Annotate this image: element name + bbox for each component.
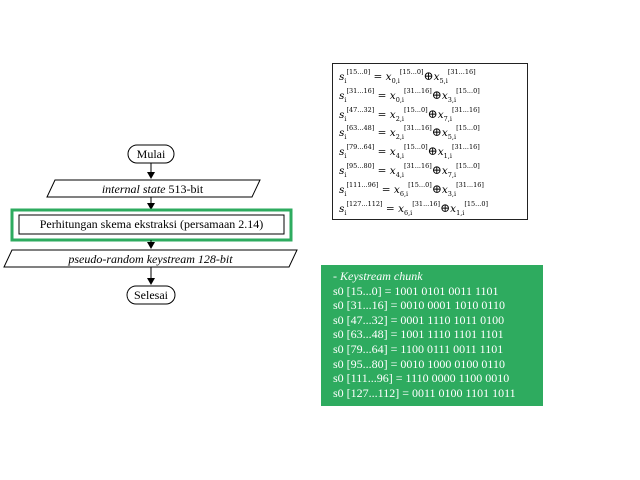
flowchart — [3, 144, 298, 305]
keystream-line: s0 [79...64] = 1100 0111 0011 1101 — [333, 341, 504, 356]
eq-b-range: [31...16] — [451, 143, 480, 152]
eq-s-range: [63...48] — [346, 124, 375, 133]
xor-icon: ⊕ — [427, 144, 438, 159]
equation-line: si[111...96] = x6,i[15...0]⊕x3,i[31...16… — [339, 180, 484, 198]
eq-s-range: [111...96] — [346, 180, 379, 189]
eq-b-range: [15...0] — [456, 162, 480, 170]
eq-a-index: 2,i — [395, 133, 404, 142]
xor-icon: ⊕ — [431, 125, 442, 140]
eq-s-index: i — [344, 114, 347, 123]
keystream-line: s0 [95...80] = 0010 1000 0100 0110 — [333, 356, 505, 371]
eq-b-range: [31...16] — [456, 180, 484, 189]
eq-a-index: 4,i — [395, 171, 404, 179]
equation-line: si[15...0] = x0,i[15...0]⊕x5,i[31...16] — [339, 68, 476, 85]
eq-s-index: i — [344, 95, 347, 104]
equation-line: si[63...48] = x2,i[31...16]⊕x5,i[15...0] — [339, 124, 480, 142]
keystream-line: s0 [47...32] = 0001 1110 1011 0100 — [333, 312, 505, 327]
input-label-rest: 513-bit — [165, 182, 204, 196]
eq-a-range: [31...16] — [403, 124, 432, 133]
eq-b-range: [15...0] — [456, 86, 480, 95]
eq-a-index: 2,i — [395, 114, 404, 123]
keystream-line: s0 [127...112] = 0011 0100 1101 1011 — [333, 385, 516, 400]
eq-b-range: [31...16] — [451, 105, 480, 114]
eq-b-index: 5,i — [447, 133, 457, 142]
xor-icon: ⊕ — [427, 106, 438, 121]
keystream-panel: - Keystream chunk s0 [15...0] = 1001 010… — [321, 265, 543, 406]
eq-s-range: [127...112] — [346, 199, 383, 208]
xor-icon: ⊕ — [431, 87, 442, 102]
equation-line: si[47...32] = x2,i[15...0]⊕x7,i[31...16] — [339, 105, 480, 123]
eq-a-range: [15...0] — [408, 180, 432, 189]
eq-b-index: 1,i — [443, 152, 452, 161]
eq-a-index: 0,i — [395, 95, 404, 104]
equation-line: si[31...16] = x0,i[31...16]⊕x3,i[15...0] — [339, 86, 480, 104]
eq-s-range: [31...16] — [346, 86, 375, 95]
eq-a-range: [31...16] — [403, 162, 432, 170]
eq-a-range: [15...0] — [403, 105, 428, 114]
input-label-italic: internal state — [101, 182, 166, 196]
eq-s-index: i — [344, 152, 347, 161]
eq-s-index: i — [344, 77, 347, 85]
input-label: internal state 513-bit — [50, 182, 255, 197]
equation-line: si[127...112] = x6,i[31...16]⊕x1,i[15...… — [339, 199, 489, 217]
eq-s-range: [95...80] — [346, 162, 375, 170]
eq-s-index: i — [344, 171, 347, 179]
eq-b-index: 5,i — [439, 77, 448, 85]
keystream-line: s0 [31...16] = 0010 0001 1010 0110 — [333, 298, 505, 313]
eq-a-index: 0,i — [391, 77, 400, 85]
eq-b-index: 3,i — [447, 95, 457, 104]
start-label: Mulai — [136, 147, 166, 161]
keystream-line: s0 [63...48] = 1001 1110 1101 1101 — [333, 327, 504, 342]
end-label: Selesai — [134, 288, 168, 302]
eq-s-range: [47...32] — [346, 105, 375, 114]
eq-b-index: 7,i — [443, 114, 452, 123]
eq-b-range: [15...0] — [464, 199, 489, 208]
input-parallelogram — [46, 179, 261, 198]
xor-icon: ⊕ — [423, 69, 434, 83]
eq-s-index: i — [344, 208, 347, 217]
keystream-panel-title: - Keystream chunk — [333, 269, 423, 283]
eq-a-range: [31...16] — [403, 86, 432, 95]
keystream-line: s0 [111...96] = 1110 0000 1100 0010 — [333, 371, 510, 386]
xor-icon: ⊕ — [431, 163, 442, 177]
equations-box: si[15...0] = x0,i[15...0]⊕x5,i[31...16]s… — [332, 63, 528, 220]
eq-b-index: 7,i — [447, 171, 457, 179]
eq-b-index: 1,i — [456, 208, 465, 217]
eq-b-index: 3,i — [447, 189, 457, 198]
output-parallelogram — [3, 249, 298, 268]
xor-icon: ⊕ — [431, 181, 442, 196]
equation-line: si[79...64] = x4,i[15...0]⊕x1,i[31...16] — [339, 143, 480, 161]
eq-a-range: [15...0] — [403, 143, 428, 152]
output-label: pseudo-random keystream 128-bit — [68, 252, 233, 266]
eq-s-range: [79...64] — [346, 143, 375, 152]
eq-a-index: 4,i — [395, 152, 404, 161]
xor-icon: ⊕ — [440, 200, 451, 215]
eq-b-range: [31...16] — [447, 68, 476, 76]
eq-a-index: 6,i — [403, 208, 413, 217]
eq-s-index: i — [344, 189, 347, 198]
eq-a-range: [31...16] — [412, 199, 441, 208]
equation-line: si[95...80] = x4,i[31...16]⊕x7,i[15...0] — [339, 162, 480, 179]
keystream-line: s0 [15...0] = 1001 0101 0011 1101 — [333, 283, 499, 298]
eq-b-range: [15...0] — [456, 124, 480, 133]
process-label: Perhitungan skema ekstraksi (persamaan 2… — [39, 217, 264, 231]
eq-s-index: i — [344, 133, 347, 142]
end-terminator — [126, 285, 176, 305]
eq-a-index: 6,i — [399, 189, 409, 198]
eq-a-range: [15...0] — [399, 68, 424, 76]
eq-s-range: [15...0] — [346, 68, 371, 76]
process-box — [18, 214, 285, 235]
